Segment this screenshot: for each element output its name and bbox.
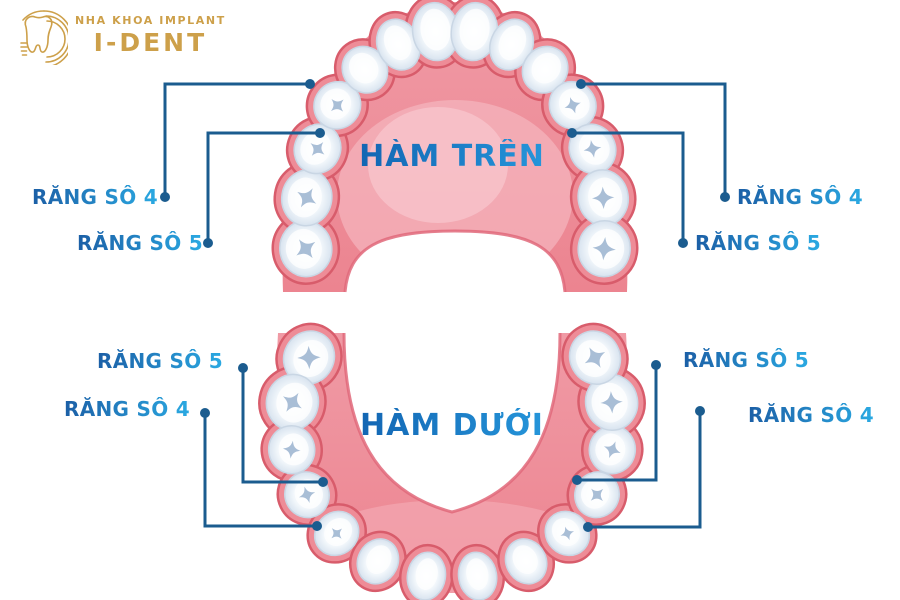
palate-highlight (368, 107, 508, 223)
tooth-marker-dot (305, 79, 315, 89)
tooth (313, 80, 362, 130)
label-end-dot (238, 363, 248, 373)
brand-name: I-DENT (93, 27, 208, 57)
logo: NHA KHOA IMPLANT I-DENT (10, 5, 226, 65)
tooth (568, 330, 622, 385)
tooth (356, 538, 400, 585)
label-end-dot (200, 408, 210, 418)
tooth (584, 373, 639, 431)
tooth (375, 18, 421, 71)
tooth (521, 45, 569, 94)
label-end-dot (203, 238, 213, 248)
tooth (279, 219, 333, 278)
connector-lower-right-5 (577, 365, 658, 482)
tooth (588, 424, 637, 475)
tooth-marker-dot (312, 521, 322, 531)
tooth-marker-dot (318, 477, 328, 487)
tooth (577, 169, 630, 227)
tooth (489, 18, 535, 71)
label-end-dot (695, 406, 705, 416)
label-lower-right-tooth-5: RĂNG SỐ 5 (683, 348, 809, 372)
tooth (406, 551, 447, 600)
tooth (568, 123, 617, 175)
tooth-marker-dot (572, 475, 582, 485)
connector-upper-left-4 (163, 82, 310, 197)
tooth (341, 45, 389, 94)
label-upper-right-tooth-4: RĂNG SỐ 4 (737, 185, 863, 209)
tooth (280, 169, 333, 227)
tooth-marker-dot (315, 128, 325, 138)
jaw-title-upper: HÀM TRÊN (302, 139, 602, 174)
tooth (411, 1, 460, 62)
connector-upper-right-4 (581, 82, 727, 197)
tooth (293, 123, 342, 175)
lower-inner-gum-edge (342, 332, 562, 514)
tooth (544, 510, 591, 557)
connector-lower-right-4 (588, 411, 702, 529)
label-upper-right-tooth-5: RĂNG SỐ 5 (695, 231, 821, 255)
brand-tagline: NHA KHOA IMPLANT (75, 13, 226, 27)
connector-upper-left-5 (206, 131, 320, 243)
tooth-marker-dot (583, 522, 593, 532)
label-end-dot (160, 192, 170, 202)
brand-text: NHA KHOA IMPLANT I-DENT (75, 14, 226, 57)
connector-lines (160, 79, 730, 532)
label-end-dot (678, 238, 688, 248)
lower-jaw-illustration (258, 322, 646, 600)
lower-teeth-row (258, 322, 646, 600)
label-upper-left-tooth-4: RĂNG SỐ 4 (32, 185, 158, 209)
tooth (313, 510, 360, 557)
tooth-marker-dot (576, 79, 586, 89)
tooth (282, 330, 336, 385)
label-lower-right-tooth-4: RĂNG SỐ 4 (748, 403, 874, 427)
connector-lower-left-4 (203, 413, 317, 528)
label-end-dot (651, 360, 661, 370)
tooth (457, 551, 498, 600)
label-upper-left-tooth-5: RĂNG SỐ 5 (77, 231, 203, 255)
tooth (574, 471, 620, 519)
label-end-dot (720, 192, 730, 202)
tooth (548, 80, 597, 130)
tooth (265, 373, 320, 431)
tooth (267, 424, 316, 475)
connector-upper-right-5 (572, 131, 685, 243)
tooth-logo-icon (20, 10, 68, 65)
jaw-title-lower: HÀM DƯỚI (302, 408, 602, 443)
upper-inner-gum-edge (343, 229, 567, 293)
connector-lower-left-5 (241, 368, 323, 484)
tooth-marker-dot (567, 128, 577, 138)
tooth (577, 219, 631, 278)
tooth (504, 538, 548, 585)
label-lower-left-tooth-5: RĂNG SỐ 5 (97, 349, 223, 373)
label-lower-left-tooth-4: RĂNG SỐ 4 (64, 397, 190, 421)
